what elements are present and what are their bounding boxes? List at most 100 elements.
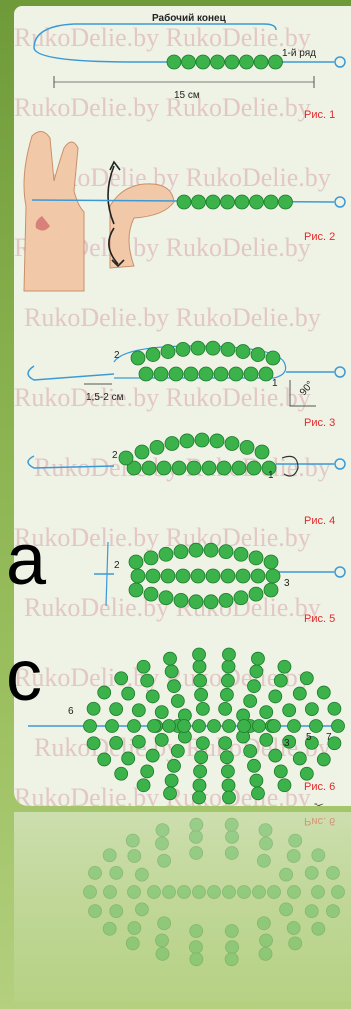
bead <box>189 817 204 832</box>
bead <box>231 460 247 476</box>
bead <box>192 790 206 805</box>
fig6-num-7: 7 <box>326 732 332 743</box>
bead <box>164 436 180 451</box>
bead <box>147 719 161 733</box>
bead <box>218 736 233 751</box>
bead <box>209 433 225 449</box>
bead <box>265 350 281 366</box>
bead <box>254 444 270 460</box>
bead <box>235 568 251 584</box>
bead <box>191 194 206 210</box>
bead <box>136 778 151 793</box>
bead <box>311 885 325 899</box>
bead <box>225 829 239 844</box>
bead <box>205 340 221 356</box>
bead <box>220 673 235 688</box>
watermark-text: RukoDelie.by RukoDelie.by <box>14 93 311 122</box>
fig3-num-2: 2 <box>114 350 120 361</box>
figure-1: Рабочий конец 1-й ряд 15 см Рис. 1 <box>33 12 346 121</box>
bead <box>167 758 181 773</box>
bead <box>243 744 258 758</box>
bead <box>224 924 239 938</box>
bead <box>327 701 342 716</box>
bead <box>259 705 274 720</box>
bead <box>177 885 191 899</box>
bead <box>220 750 234 765</box>
bead <box>195 736 210 751</box>
bead <box>205 568 221 584</box>
watermark-text: RukoDelie.by RukoDelie.by <box>34 163 331 192</box>
watermark-text: RukoDelie.by RukoDelie.by <box>14 523 311 552</box>
bead <box>195 54 211 70</box>
bead <box>189 952 204 967</box>
bead <box>228 366 244 382</box>
hand-right <box>109 183 175 269</box>
bead <box>331 719 345 733</box>
bead <box>158 546 174 562</box>
first-row-label: 1-й ряд <box>282 48 316 59</box>
bead <box>249 773 264 788</box>
bead <box>166 54 182 70</box>
bead <box>265 568 281 584</box>
bead <box>258 823 273 838</box>
bead <box>304 702 319 716</box>
bead <box>205 194 221 210</box>
bead <box>263 194 279 210</box>
side-letter-c: c <box>6 636 42 716</box>
bead <box>102 848 117 863</box>
fig3-label: Рис. 3 <box>304 417 335 429</box>
bead <box>167 679 181 694</box>
bead <box>259 732 274 747</box>
bead <box>316 752 331 767</box>
bead <box>114 671 129 686</box>
bead <box>88 904 102 919</box>
bead <box>222 790 236 805</box>
bead <box>331 885 345 899</box>
bead <box>311 848 326 863</box>
bead <box>263 582 279 598</box>
working-end-label: Рабочий конец <box>152 12 227 24</box>
bead <box>256 853 271 868</box>
bead <box>224 54 240 70</box>
bead <box>292 686 307 701</box>
bead <box>131 703 146 718</box>
bead <box>143 550 159 566</box>
bead <box>140 764 155 779</box>
bead <box>149 440 165 455</box>
bead <box>114 766 129 781</box>
bead <box>287 885 301 899</box>
bead <box>145 689 160 704</box>
fig5-label: Рис. 5 <box>304 613 335 625</box>
bead <box>218 592 234 608</box>
bead <box>220 568 236 584</box>
bead <box>190 340 206 356</box>
bead <box>88 865 102 880</box>
bead <box>141 460 157 476</box>
reflection-svg: Рис. 6 <box>83 815 345 967</box>
bead <box>155 946 170 961</box>
figure-6: 6 5 7 3 ✂ Рис. 6 <box>28 647 345 806</box>
fig4-num-2: 2 <box>112 450 118 461</box>
bead <box>194 750 208 765</box>
fig5-num-2: 2 <box>114 560 120 571</box>
bead <box>224 817 239 832</box>
bead <box>97 685 112 700</box>
bead <box>102 921 117 936</box>
bead <box>164 664 179 679</box>
bead <box>176 194 192 210</box>
bead <box>222 647 236 662</box>
bead <box>246 460 262 476</box>
bead <box>127 849 142 863</box>
fig2-label: Рис. 2 <box>304 231 335 243</box>
bead <box>157 853 172 868</box>
bead <box>155 933 169 948</box>
bead <box>235 344 251 359</box>
bead <box>220 194 235 210</box>
bead <box>83 719 97 733</box>
bead <box>162 885 176 899</box>
bead <box>153 366 169 382</box>
watermark-text: RukoDelie.by RukoDelie.by <box>14 383 311 412</box>
bead <box>268 54 283 70</box>
